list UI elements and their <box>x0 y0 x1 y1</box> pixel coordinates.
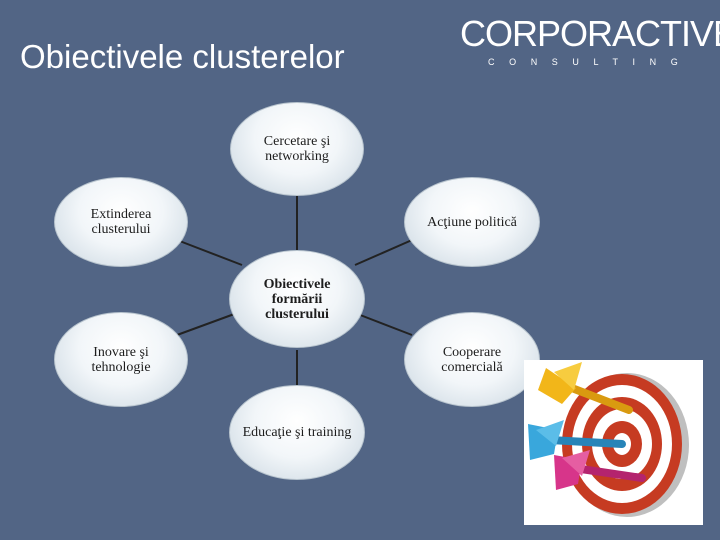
node-cluster-expansion: Extinderea clusterului <box>54 177 188 267</box>
cluster-objectives-diagram: Cercetare şi networking Extinderea clust… <box>52 100 552 485</box>
connector-top-left <box>176 239 243 266</box>
node-cluster-objectives: Obiectivele formării clusterului <box>229 250 365 348</box>
node-commercial-cooperation: Cooperare comercială <box>404 312 540 407</box>
node-political-action: Acţiune politică <box>404 177 540 267</box>
node-innovation-technology: Inovare şi tehnologie <box>54 312 188 407</box>
node-research-networking: Cercetare şi networking <box>230 102 364 196</box>
yellow-dart <box>538 362 633 414</box>
pink-dart <box>554 450 646 490</box>
connector-bottom-left <box>176 312 238 336</box>
blue-dart <box>528 420 626 460</box>
connector-top-right <box>354 239 413 266</box>
logo-wordmark: CORPORACTIVE <box>460 13 720 54</box>
logo-tagline: CONSULTING <box>488 57 693 67</box>
connector-bottom-right <box>354 312 413 336</box>
node-education-training: Educaţie şi training <box>229 385 365 480</box>
diagram-connectors <box>176 195 413 387</box>
slide-title: Obiectivele clusterelor <box>20 38 345 75</box>
dartboard-with-darts-icon <box>524 360 703 525</box>
corporactive-logo: CORPORACTIVE CONSULTING <box>456 10 720 70</box>
